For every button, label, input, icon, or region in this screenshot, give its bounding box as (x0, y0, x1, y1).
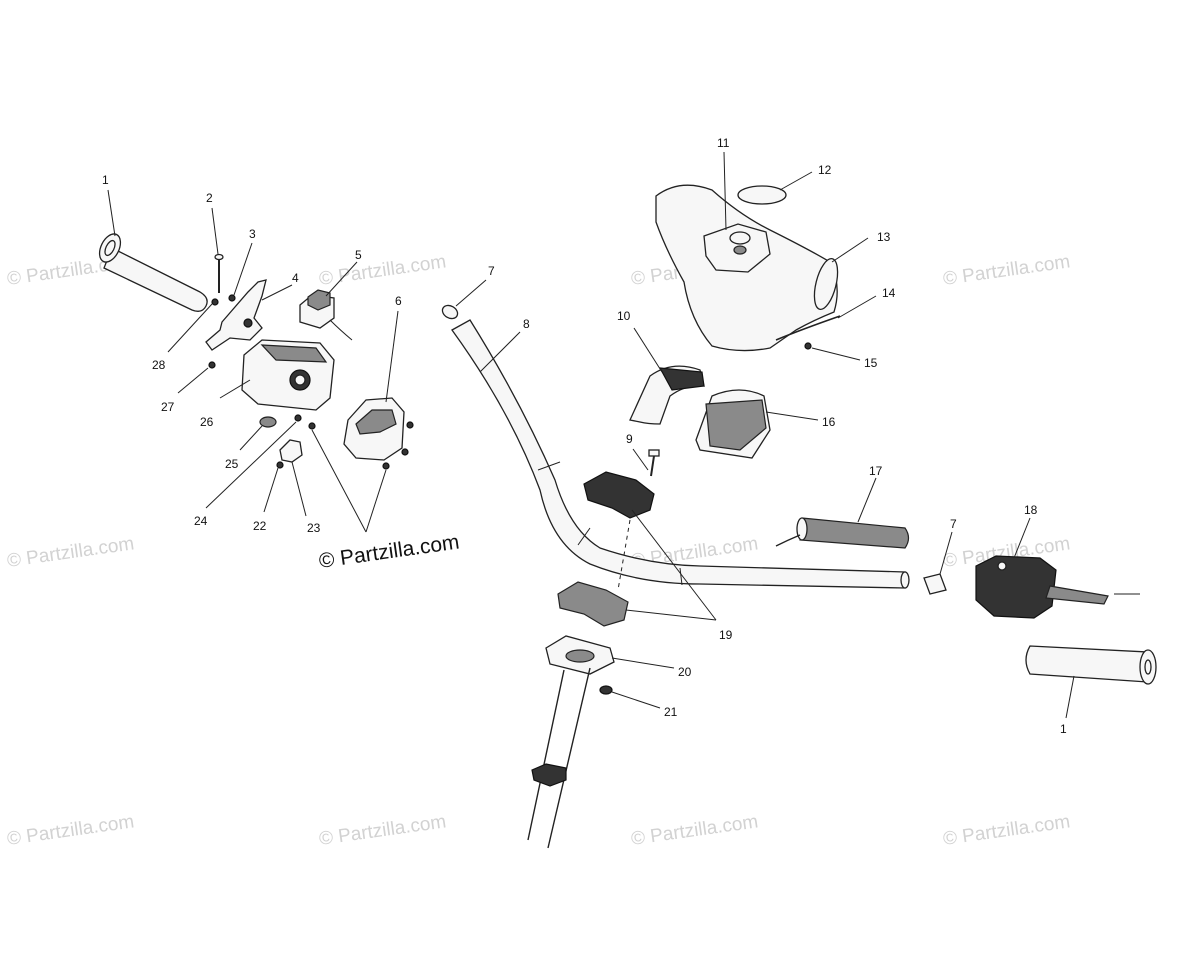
steering-post-part (527, 667, 591, 849)
lower-cover-right-part (695, 389, 771, 459)
throttle-lever-part (205, 279, 267, 351)
upper-clamp-part (583, 471, 655, 519)
callout-28: 28 (152, 358, 166, 372)
lower-cover-left-part (629, 365, 705, 425)
callout-13: 13 (877, 230, 891, 244)
throttle-housing-part (241, 339, 335, 411)
control-housing-part (975, 555, 1140, 619)
leader-lines (107, 151, 1075, 719)
callout-1: 1 (102, 173, 109, 187)
callout-17: 17 (869, 464, 883, 478)
cap-part (279, 439, 303, 463)
callout-23: 23 (307, 521, 321, 535)
callout-10: 10 (617, 309, 631, 323)
bar-end-plug-part (441, 304, 459, 320)
bushing-part (259, 416, 277, 428)
callout-7: 7 (488, 264, 495, 278)
screw-part (294, 414, 302, 422)
callout-labels: 1 2 3 4 5 6 7 8 9 10 11 12 13 14 15 16 1… (102, 136, 1067, 736)
watermark: © Partzilla.com (942, 251, 1072, 290)
callout-6: 6 (395, 294, 402, 308)
nut-part (208, 361, 216, 369)
callout-20: 20 (678, 665, 692, 679)
wire-part (775, 315, 841, 341)
left-grip-part (98, 233, 208, 312)
callout-21: 21 (664, 705, 678, 719)
callout-2: 2 (206, 191, 213, 205)
copyright-watermark: © Partzilla.com (317, 530, 460, 572)
heated-grip-part (775, 517, 910, 549)
callout-7b: 7 (950, 517, 957, 531)
watermark: © Partzilla.com (630, 0, 760, 3)
watermark: © Partzilla.com (6, 811, 136, 850)
bolt-part (214, 253, 224, 293)
mount-plate-part (545, 635, 615, 675)
callout-27: 27 (161, 400, 175, 414)
handlebar-part (451, 319, 910, 589)
callout-22: 22 (253, 519, 267, 533)
callout-24: 24 (194, 514, 208, 528)
washer-part (228, 294, 236, 302)
housing-cover-part (343, 397, 414, 470)
callout-25: 25 (225, 457, 239, 471)
callout-4: 4 (292, 271, 299, 285)
callout-16: 16 (822, 415, 836, 429)
nut-part (599, 685, 613, 695)
kill-switch-part (299, 289, 353, 341)
right-grip-part (1025, 645, 1157, 685)
callout-9: 9 (626, 432, 633, 446)
washer-part (211, 298, 219, 306)
watermark: © Partzilla.com (318, 811, 448, 850)
callout-26: 26 (200, 415, 214, 429)
callout-3: 3 (249, 227, 256, 241)
watermark: © Partzilla.com (942, 811, 1072, 850)
callout-14: 14 (882, 286, 896, 300)
watermark-grid: © Partzilla.com © Partzilla.com © Partzi… (6, 0, 1072, 850)
callout-11: 11 (717, 136, 730, 150)
screw-part (276, 461, 284, 469)
clamp-bolt-part (648, 449, 660, 477)
lower-clamp-part (557, 581, 629, 627)
watermark: © Partzilla.com (6, 0, 136, 3)
callout-5: 5 (355, 248, 362, 262)
watermark: © Partzilla.com (942, 0, 1072, 3)
watermark: © Partzilla.com (6, 533, 136, 572)
watermark: © Partzilla.com (630, 811, 760, 850)
callout-18: 18 (1024, 503, 1038, 517)
handlebar-pod-part (655, 184, 839, 352)
watermark: © Partzilla.com (318, 0, 448, 3)
screw-part (804, 342, 812, 350)
callout-19: 19 (719, 628, 733, 642)
callout-15: 15 (864, 356, 878, 370)
bar-end-plug-part (923, 573, 947, 595)
callout-12: 12 (818, 163, 832, 177)
callout-8: 8 (523, 317, 530, 331)
decal-part (737, 185, 787, 205)
callout-1b: 1 (1060, 722, 1067, 736)
screw-part (308, 422, 316, 430)
